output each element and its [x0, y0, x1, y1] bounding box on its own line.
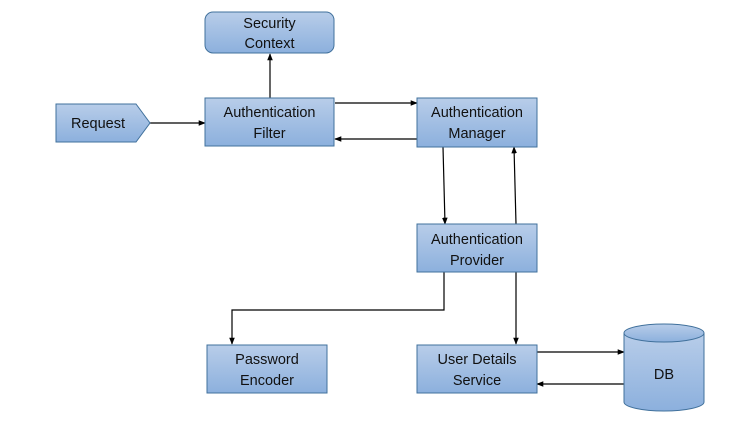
authentication-provider-label-line1: Authentication [431, 232, 523, 248]
edge-provider-to-manager [511, 146, 517, 225]
user-details-service-label-line1: User Details [438, 352, 517, 368]
authentication-filter-box [204, 97, 335, 147]
node-authentication-filter: Authentication Filter [204, 97, 335, 147]
security-context-box [204, 11, 335, 54]
security-context-label-line1: Security [243, 16, 296, 32]
db-cylinder-body [623, 333, 705, 412]
node-authentication-manager: Authentication Manager [416, 97, 538, 148]
node-request: Request [55, 103, 151, 143]
edges [150, 53, 625, 387]
user-details-service-box [416, 344, 538, 394]
node-user-details-service: User Details Service [416, 344, 538, 394]
authentication-manager-label-line2: Manager [448, 126, 505, 142]
authentication-provider-label-line2: Provider [450, 253, 504, 269]
password-encoder-box [206, 344, 328, 394]
password-encoder-label-line1: Password [235, 352, 299, 368]
node-authentication-provider: Authentication Provider [416, 223, 538, 273]
authentication-filter-label-line2: Filter [253, 126, 285, 142]
authentication-provider-box [416, 223, 538, 273]
node-db: DB [623, 323, 705, 412]
db-cylinder-top [623, 323, 705, 343]
node-password-encoder: Password Encoder [206, 344, 328, 394]
authentication-manager-box [416, 97, 538, 148]
db-label: DB [654, 367, 674, 383]
node-security-context: Security Context [204, 11, 335, 54]
authentication-manager-label-line1: Authentication [431, 105, 523, 121]
password-encoder-label-line2: Encoder [240, 373, 294, 389]
user-details-service-label-line2: Service [453, 373, 501, 389]
edge-provider-to-password-encoder [229, 272, 445, 345]
authentication-filter-label-line1: Authentication [224, 105, 316, 121]
edge-manager-to-provider [442, 146, 448, 225]
request-label: Request [71, 116, 125, 132]
security-context-label-line2: Context [245, 36, 295, 52]
request-pentagon [55, 103, 151, 143]
